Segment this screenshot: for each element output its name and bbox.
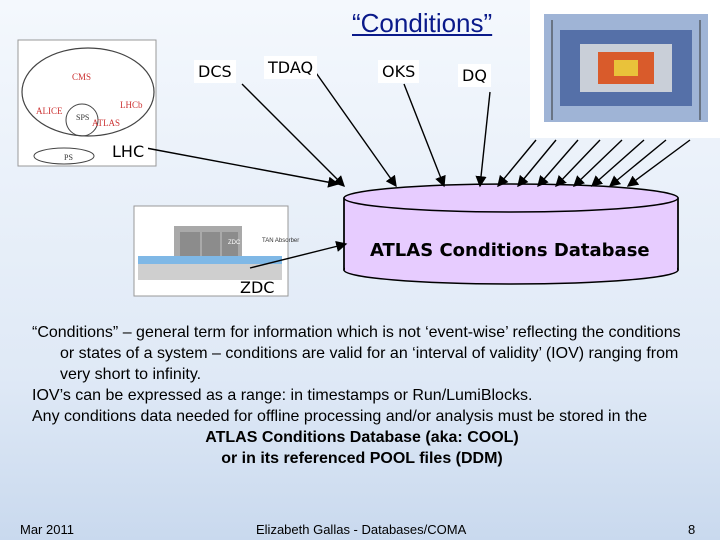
body-emphasis: or in its referenced POOL files (DDM) — [221, 450, 503, 467]
source-lhc: LHC — [108, 140, 149, 163]
database-label: ATLAS Conditions Database — [370, 240, 650, 261]
body-paragraph: Any conditions data needed for offline p… — [32, 408, 648, 425]
footer-author: Elizabeth Gallas - Databases/COMA — [256, 522, 467, 537]
footer-date: Mar 2011 — [20, 522, 74, 537]
page-number: 8 — [688, 522, 696, 537]
source-dcs: DCS — [194, 60, 236, 83]
source-dq: DQ — [458, 64, 491, 87]
body-paragraph: IOV’s can be expressed as a range: in ti… — [32, 387, 533, 404]
source-oks: OKS — [378, 60, 420, 83]
lhc-map-label: LHCb — [120, 100, 143, 110]
zdc-image: TAN Absorber ZDC — [133, 205, 299, 297]
lhc-map-label: ALICE — [36, 106, 63, 116]
slide-title: “Conditions” — [352, 8, 493, 38]
atlas-detector-image — [530, 0, 720, 138]
zdc-label: ZDC — [228, 240, 241, 246]
lhc-map-image: CMS ALICE LHCb ATLAS SPS PS — [17, 39, 157, 167]
body-paragraph: “Conditions” – general term for informat… — [32, 324, 681, 383]
body-emphasis: ATLAS Conditions Database (aka: COOL) — [205, 429, 519, 446]
lhc-map-label: CMS — [72, 72, 91, 82]
lhc-map-label: ATLAS — [92, 118, 120, 128]
database-cylinder — [343, 183, 679, 285]
lhc-map-label: SPS — [76, 113, 89, 122]
arrows — [145, 69, 691, 269]
lhc-map-label: PS — [64, 153, 73, 162]
source-zdc: ZDC — [240, 278, 275, 297]
source-tdaq: TDAQ — [264, 56, 318, 79]
zdc-label: TAN Absorber — [262, 238, 299, 244]
body-text: “Conditions” – general term for informat… — [32, 322, 692, 469]
